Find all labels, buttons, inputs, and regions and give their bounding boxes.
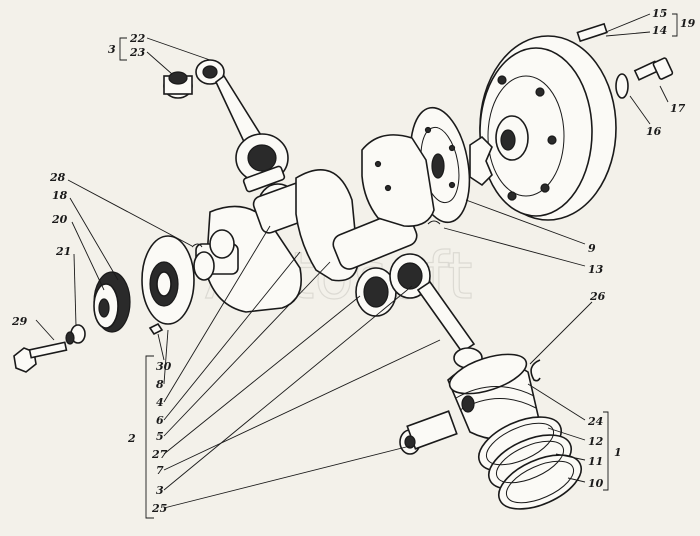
flywheel-bolt	[615, 57, 674, 99]
snap-ring	[530, 359, 541, 382]
piston	[447, 353, 541, 441]
label-28: 28	[49, 171, 66, 184]
leader-lines	[35, 13, 678, 519]
key-30	[148, 322, 164, 336]
label-20: 20	[51, 213, 68, 226]
crankshaft	[193, 134, 435, 313]
label-7: 7	[156, 464, 164, 477]
label-29: 29	[11, 315, 28, 328]
label-26: 26	[589, 290, 606, 303]
label-24: 24	[587, 415, 603, 428]
lock-washer	[469, 135, 493, 187]
label-3-top: 3	[108, 43, 116, 56]
label-23: 23	[129, 46, 146, 59]
label-18: 18	[52, 189, 68, 202]
label-21: 21	[55, 245, 71, 258]
key-13	[427, 220, 441, 225]
label-12: 12	[588, 435, 604, 448]
callout-labels: 3 22 23 15 14 19 17 16 28 18 20 21 29 9 …	[11, 7, 696, 515]
piston-pin	[399, 410, 458, 455]
flywheel-pin	[576, 22, 608, 43]
label-4: 4	[156, 396, 164, 409]
label-22: 22	[129, 32, 146, 45]
label-10: 10	[588, 477, 604, 490]
bolt-washer	[65, 324, 86, 345]
flywheel	[479, 35, 617, 221]
label-1: 1	[614, 446, 622, 459]
label-25: 25	[151, 502, 167, 515]
crankshaft-bolt	[13, 341, 68, 373]
woodruff-key	[191, 243, 203, 248]
timing-gear	[93, 271, 131, 333]
label-17: 17	[670, 102, 686, 115]
connecting-rod-upper	[195, 59, 289, 193]
connecting-rod-lower	[355, 253, 483, 369]
label-8: 8	[156, 378, 164, 391]
label-2: 2	[127, 432, 136, 445]
label-3-bottom: 3	[156, 484, 164, 497]
label-14: 14	[652, 24, 667, 37]
label-15: 15	[652, 7, 667, 20]
label-19: 19	[680, 17, 696, 30]
piston-pin-bushing	[163, 71, 193, 99]
label-6: 6	[156, 414, 164, 427]
label-13: 13	[588, 263, 604, 276]
label-9: 9	[588, 242, 596, 255]
piston-rings	[478, 416, 582, 510]
label-30: 30	[156, 360, 172, 373]
label-16: 16	[646, 125, 662, 138]
label-27: 27	[151, 448, 168, 461]
label-11: 11	[588, 455, 603, 468]
label-5: 5	[156, 430, 164, 443]
crankshaft-pulley	[141, 235, 195, 325]
